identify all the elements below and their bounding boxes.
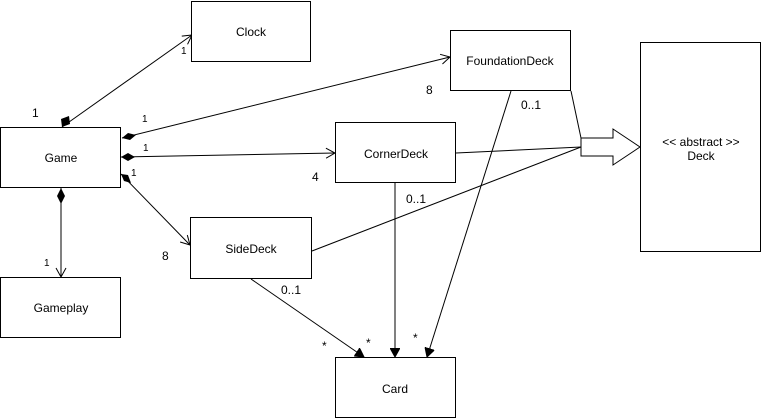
multiplicity-label: * <box>322 339 327 353</box>
multiplicity-label: * <box>366 336 371 350</box>
class-name: FoundationDeck <box>466 54 554 68</box>
edge-sidedeck-deck <box>311 146 582 252</box>
composition-diamond <box>121 174 131 183</box>
multiplicity-label: 0..1 <box>406 192 426 206</box>
class-name: Clock <box>236 25 267 39</box>
multiplicity-label: 1 <box>142 114 148 125</box>
class-name: Deck <box>687 149 715 163</box>
edge-game-clock <box>61 34 193 128</box>
multiplicity-label: 4 <box>312 170 319 184</box>
generalization-arrow <box>580 128 641 166</box>
stereotype-label: << abstract >> <box>662 135 739 149</box>
class-cornerdeck[interactable]: CornerDeck <box>335 122 456 183</box>
class-name: SideDeck <box>225 242 277 256</box>
composition-diamond <box>122 133 136 140</box>
class-deck[interactable]: << abstract >> Deck <box>640 42 761 252</box>
edge-cornerdeck-deck <box>455 146 582 154</box>
multiplicity-label: 1 <box>44 258 50 269</box>
class-foundationdeck[interactable]: FoundationDeck <box>450 30 571 91</box>
class-name: CornerDeck <box>364 147 429 161</box>
edge-game-cornerdeck <box>120 147 337 159</box>
composition-diamond <box>61 116 70 127</box>
multiplicity-label: 1 <box>181 46 187 57</box>
multiplicity-label: * <box>413 331 418 345</box>
class-gameplay[interactable]: Gameplay <box>0 277 121 338</box>
class-name: Card <box>382 382 408 396</box>
multiplicity-label: 1 <box>143 143 149 154</box>
class-name: Game <box>45 151 78 165</box>
class-game[interactable]: Game <box>0 127 121 188</box>
composition-diamond <box>57 188 65 204</box>
class-clock[interactable]: Clock <box>191 1 311 62</box>
class-card[interactable]: Card <box>335 357 456 418</box>
edge-foundationdeck-card <box>427 90 512 357</box>
multiplicity-label: 1 <box>131 168 137 179</box>
class-sidedeck[interactable]: SideDeck <box>190 217 312 279</box>
multiplicity-label: 0..1 <box>281 283 301 297</box>
edge-game-sidedeck <box>120 173 191 246</box>
multiplicity-label: 1 <box>32 106 39 120</box>
edge-game-foundationdeck <box>121 53 451 139</box>
multiplicity-label: 8 <box>426 83 433 97</box>
class-name: Gameplay <box>34 301 89 315</box>
multiplicity-label: 8 <box>162 249 169 263</box>
edge-sidedeck-card <box>250 278 364 357</box>
edge-foundationdeck-deck <box>570 90 582 139</box>
multiplicity-label: 0..1 <box>521 98 541 112</box>
composition-diamond <box>121 153 135 161</box>
